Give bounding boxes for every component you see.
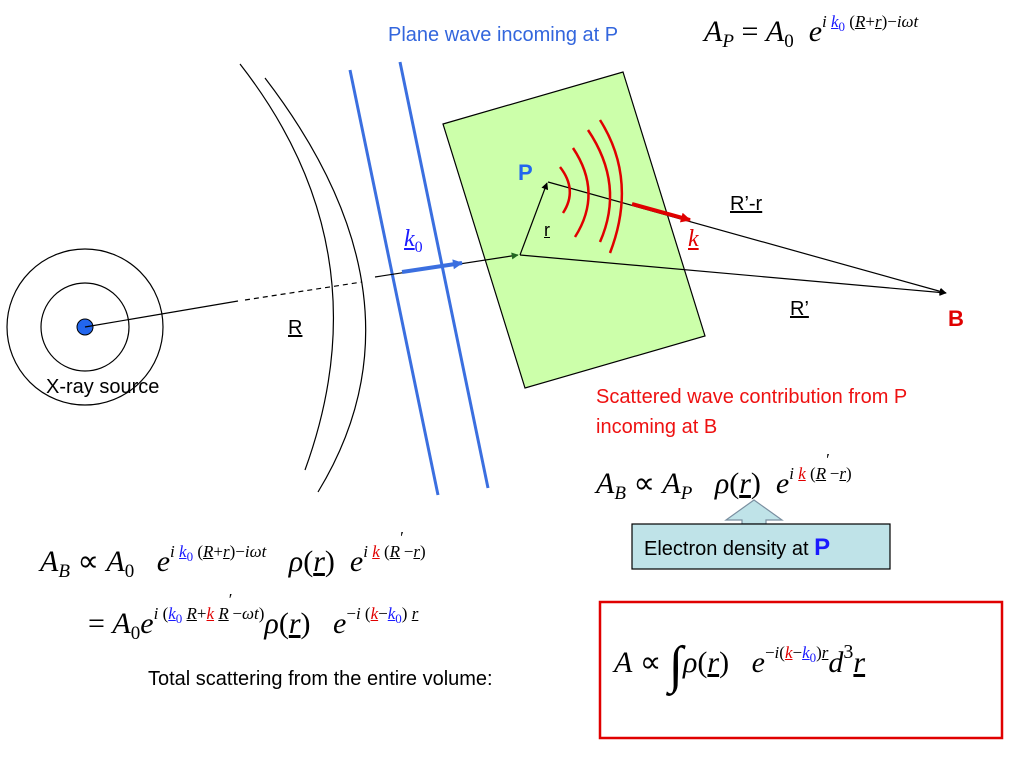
result-box <box>598 600 1004 740</box>
r-vector <box>519 182 549 256</box>
k0-vector-label: k0 <box>404 226 423 256</box>
electron-density-text: Electron density at <box>644 538 815 560</box>
electron-density-box <box>631 523 891 570</box>
electron-density-label: Electron density at P <box>644 534 830 562</box>
source-ring-inner <box>40 282 130 372</box>
scattered-wave-equation: AB ∝ AP ρ(r) ei k (R′−r) <box>596 450 852 504</box>
k-arrow <box>631 202 691 223</box>
xray-source-label: X-ray source <box>46 376 160 398</box>
plane-wavefront-1 <box>348 69 440 496</box>
r-prime-label: R’ <box>790 298 809 320</box>
scatter-arc-4 <box>598 119 624 254</box>
wavefront-arc-1 <box>239 63 335 471</box>
r-distance-label: R <box>288 317 303 339</box>
electron-density-p: P <box>814 534 831 561</box>
scattered-ray <box>547 181 947 295</box>
scattered-wave-label-1: Scattered wave contribution from P <box>596 386 908 408</box>
k-vector-label: k <box>688 226 699 252</box>
scattered-wave-label-2: incoming at B <box>596 416 718 438</box>
total-scattering-label: Total scattering from the entire volume: <box>148 668 493 690</box>
wavefront-arc-2 <box>264 77 367 493</box>
scatter-arc-1 <box>559 166 571 214</box>
plane-wave-equation: AP = A0 ei k0 (R+r)−iωt <box>704 12 919 52</box>
ray-solid <box>84 300 239 328</box>
r-prime-ray <box>519 254 947 296</box>
point-p-label: P <box>518 160 533 185</box>
source-ring-outer <box>6 248 164 406</box>
r-prime-minus-r-label: R’-r <box>730 193 763 215</box>
k0-arrow <box>401 259 463 274</box>
ray-dashed <box>244 281 363 301</box>
total-scattering-equation: A ∝ ∫ρ(r) e−i(k−k0)rd3r <box>614 637 866 694</box>
scatter-arc-2 <box>571 147 590 238</box>
plane-wavefront-2 <box>398 61 490 489</box>
combined-equation-line2: = A0ei (k0 R+k R′−ωt)ρ(r) e−i (k−k0) r <box>88 590 419 644</box>
plane-wave-label: Plane wave incoming at P <box>388 24 619 46</box>
r-vector-label: r <box>544 220 550 240</box>
scatter-arc-3 <box>586 129 612 243</box>
combined-equation-line1: AB ∝ A0 ei k0 (R+r)−iωt ρ(r) ei k (R′−r) <box>40 528 426 582</box>
crystal-block <box>442 71 706 389</box>
point-b-label: B <box>948 306 964 331</box>
